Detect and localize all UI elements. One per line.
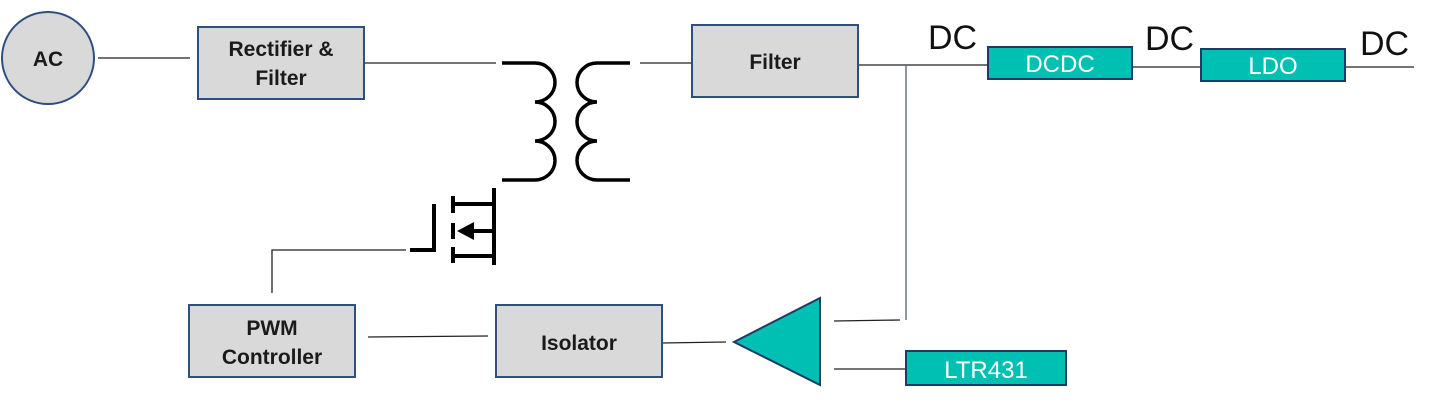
ldo-label: LDO	[1248, 53, 1297, 80]
filter-block	[691, 24, 859, 98]
amplifier-icon	[731, 296, 821, 387]
isolator-label: Isolator	[541, 332, 617, 355]
wire-feedback-to-amp	[833, 319, 901, 322]
rectifier-label-line2: Filter	[255, 67, 306, 90]
dcdc-label: DCDC	[1025, 51, 1094, 78]
ldo-block	[1200, 48, 1346, 82]
dc-label-1: DC	[928, 19, 977, 57]
pwm-label-line2: Controller	[222, 346, 322, 369]
dc-label-2: DC	[1145, 20, 1194, 58]
ltr431-label: LTR431	[944, 357, 1028, 384]
pwm-controller-block	[188, 304, 356, 378]
dc-label-3: DC	[1360, 25, 1409, 63]
filter-label: Filter	[749, 51, 800, 74]
ac-source	[1, 11, 95, 105]
ac-label: AC	[33, 48, 63, 71]
wire-isolator-pwm	[367, 335, 489, 338]
dcdc-block	[987, 46, 1133, 80]
ltr431-block	[905, 350, 1067, 386]
mosfet-icon	[410, 188, 496, 265]
rectifier-label-line1: Rectifier &	[228, 38, 333, 61]
transformer-icon	[502, 61, 630, 182]
wire-pwm-gate	[271, 249, 406, 293]
pwm-label-line1: PWM	[246, 317, 297, 340]
rectifier-filter-block	[197, 26, 365, 100]
isolator-block	[495, 304, 663, 378]
wire-amp-isolator	[661, 341, 727, 344]
